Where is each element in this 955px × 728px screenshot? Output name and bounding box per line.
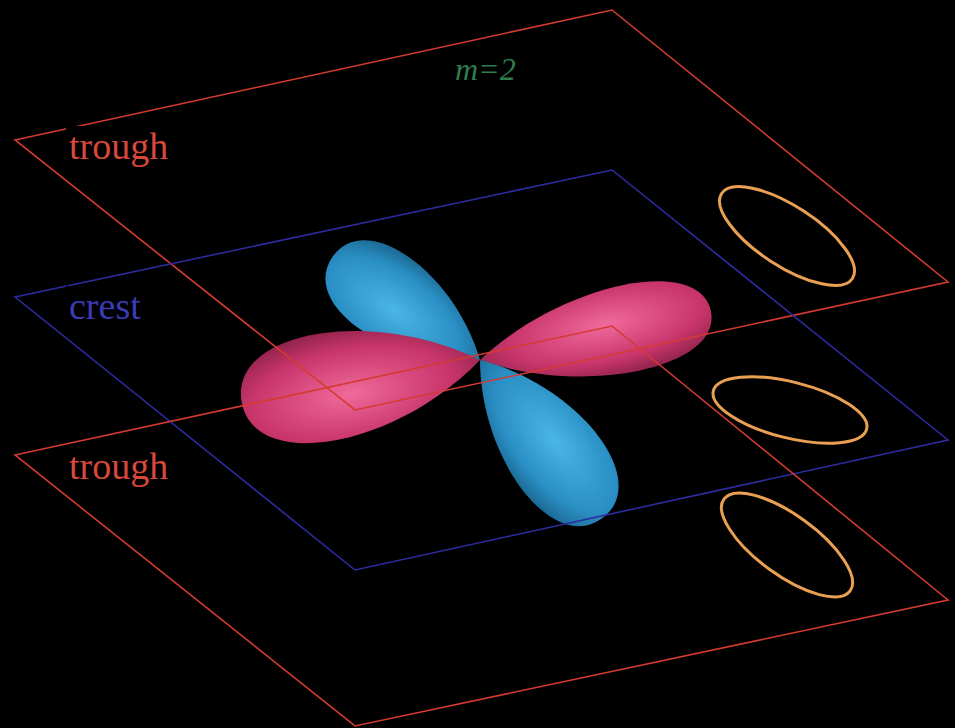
plane-edge <box>15 10 948 410</box>
phase-ellipse <box>705 168 869 303</box>
plane: crest <box>15 170 948 570</box>
plane-label: crest <box>66 286 144 328</box>
plane-outline <box>15 170 948 570</box>
plane-edge <box>15 326 948 726</box>
quantum-number-label: m=2 <box>455 52 516 87</box>
plane: trough <box>15 326 948 726</box>
plane-label: trough <box>66 446 171 488</box>
phase-ellipse <box>707 364 874 457</box>
phase-ellipse <box>706 475 867 615</box>
plane-edge <box>15 170 948 570</box>
plane-label: trough <box>66 126 171 168</box>
plane-outline <box>15 326 948 726</box>
